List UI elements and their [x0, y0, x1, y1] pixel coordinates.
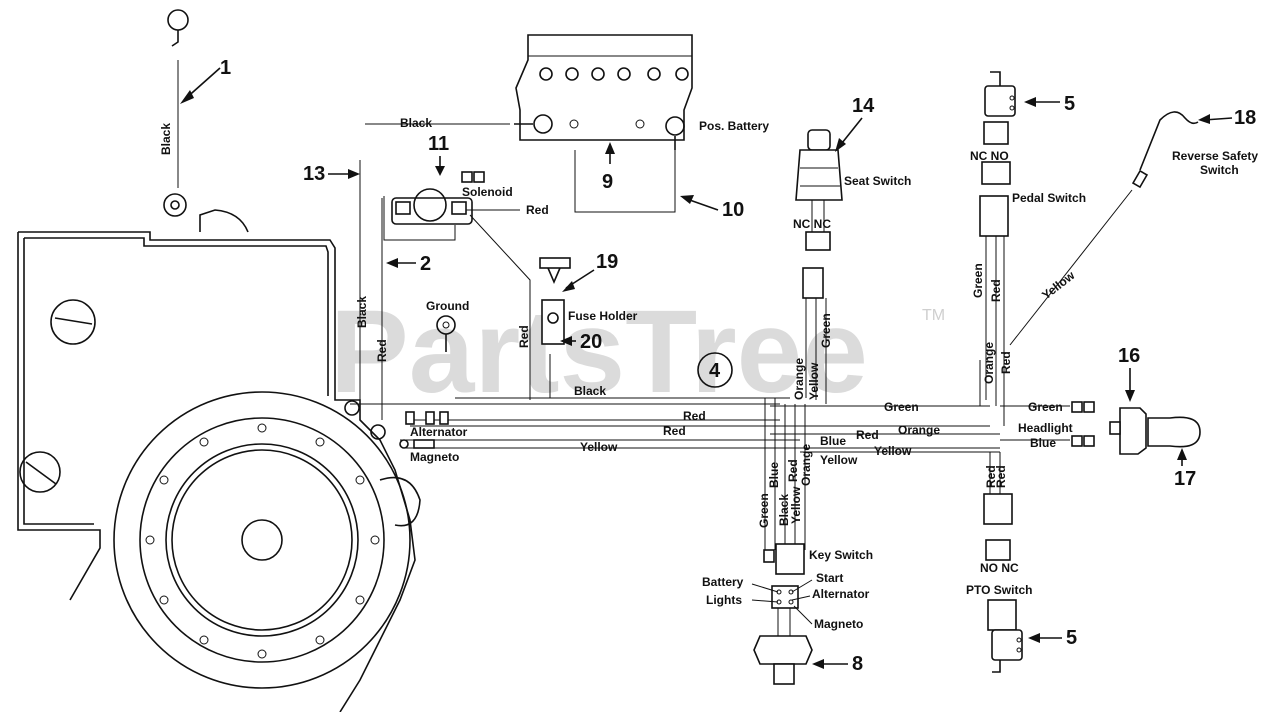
wire-label-red-pedal: Red — [989, 279, 1003, 302]
wire-label-yellow-rev: Yellow — [1039, 268, 1078, 302]
wire-label-red-right: Red — [856, 428, 879, 442]
solenoid — [391, 171, 485, 225]
callout-11: 11 — [428, 133, 449, 155]
magneto-label: Magneto — [410, 450, 459, 464]
callout-5-bottom: 5 — [1066, 627, 1077, 649]
wire-label-yellow-center: Yellow — [820, 453, 858, 467]
wire-label-yellow-key: Yellow — [789, 486, 803, 524]
callout-20: 20 — [580, 331, 602, 353]
key-lights-label: Lights — [706, 593, 742, 607]
alternator-label: Alternator — [410, 425, 468, 439]
watermark-text: PartsTree — [330, 286, 868, 418]
ground-label: Ground — [426, 299, 469, 313]
callout-17: 17 — [1174, 468, 1196, 490]
pto-switch — [983, 452, 1023, 673]
wire-label-green-v: Green — [819, 313, 833, 348]
callout-4: 4 — [709, 360, 721, 382]
reverse-safety-label-2: Switch — [1200, 163, 1239, 177]
callout-1: 1 — [220, 57, 231, 79]
wire-label-yellow-v: Yellow — [807, 362, 821, 400]
wire-label-blue-key: Blue — [767, 462, 781, 488]
wire-label-red-key: Red — [786, 459, 800, 482]
ground-terminal — [436, 315, 456, 352]
wire-label-black-main: Black — [574, 384, 606, 398]
watermark-trademark: TM — [922, 307, 945, 324]
key-switch — [753, 470, 813, 685]
seat-switch-label: Seat Switch — [844, 174, 911, 188]
wire-label-black-13: Black — [355, 296, 369, 328]
wire-label-orange-main: Orange — [898, 423, 940, 437]
pos-battery-label: Pos. Battery — [699, 119, 769, 133]
pedal-switch-label: Pedal Switch — [1012, 191, 1086, 205]
ground-terminal-1 — [163, 9, 189, 217]
wire-label-blue-center: Blue — [820, 434, 846, 448]
alternator-connector — [405, 411, 449, 425]
wire-label-orange-key: Orange — [799, 444, 813, 486]
key-alternator-label: Alternator — [812, 587, 870, 601]
wire-label-black-key: Black — [777, 494, 791, 526]
key-battery-label: Battery — [702, 575, 744, 589]
seat-switch — [795, 129, 843, 404]
headlight — [1000, 401, 1201, 455]
seat-nc-nc-label: NC NC — [793, 217, 831, 231]
fuse-holder — [539, 257, 571, 345]
wire-label-red-pto2: Red — [994, 465, 1008, 488]
housing-bolts — [145, 423, 380, 659]
solenoid-label: Solenoid — [462, 185, 513, 199]
callout-18: 18 — [1234, 107, 1256, 129]
wire-label-black-top: Black — [400, 116, 432, 130]
callout-5-top: 5 — [1064, 93, 1075, 115]
main-harness — [350, 354, 1000, 470]
wire-label-red-solenoid: Red — [526, 203, 549, 217]
callout-9: 9 — [602, 171, 613, 193]
wire-label-orange-pedal: Orange — [982, 342, 996, 384]
wire-label-orange-v: Orange — [792, 358, 806, 400]
callout-14: 14 — [852, 95, 875, 117]
pedal-switch — [979, 71, 1016, 426]
callout-13: 13 — [303, 163, 325, 185]
battery — [514, 34, 693, 150]
wire-label-green-head: Green — [1028, 400, 1063, 414]
callout-2: 2 — [420, 253, 431, 275]
wire-label-red-pto1: Red — [984, 465, 998, 488]
key-magneto-label: Magneto — [814, 617, 863, 631]
callout-16: 16 — [1118, 345, 1140, 367]
engine-bolt-lower — [19, 451, 61, 493]
pto-no-nc-label: NO NC — [980, 561, 1019, 575]
fuse-holder-label: Fuse Holder — [568, 309, 638, 323]
key-switch-label: Key Switch — [809, 548, 873, 562]
wire-label-green-key: Green — [757, 493, 771, 528]
magneto-connector — [399, 439, 435, 449]
reverse-safety-switch — [1009, 111, 1199, 346]
wire-label-yellow-main: Yellow — [580, 440, 618, 454]
pto-switch-label: PTO Switch — [966, 583, 1032, 597]
wire-label-yellow-right: Yellow — [874, 444, 912, 458]
wire-label-blue-right: Blue — [1030, 436, 1056, 450]
engine-bolt-upper — [50, 299, 96, 345]
wire-label-red-main-2: Red — [663, 424, 686, 438]
reverse-safety-label-1: Reverse Safety — [1172, 149, 1258, 163]
callout-19: 19 — [596, 251, 618, 273]
pedal-nc-no-label: NC NO — [970, 149, 1009, 163]
wire-label-red-13: Red — [375, 339, 389, 362]
wire-label-green-main: Green — [884, 400, 919, 414]
wire-label-black-1: Black — [159, 123, 173, 155]
wire-label-red-main-1: Red — [683, 409, 706, 423]
callout-10: 10 — [722, 199, 744, 221]
wire-label-red-fuse: Red — [517, 325, 531, 348]
key-start-label: Start — [816, 571, 843, 585]
headlight-label: Headlight — [1018, 421, 1073, 435]
callout-8: 8 — [852, 653, 863, 675]
flywheel-housing — [113, 391, 411, 689]
wire-label-red-pedal2: Red — [999, 351, 1013, 374]
engine-block — [17, 209, 421, 712]
wire-label-green-pedal: Green — [971, 263, 985, 298]
callout-4-circle — [697, 352, 733, 388]
